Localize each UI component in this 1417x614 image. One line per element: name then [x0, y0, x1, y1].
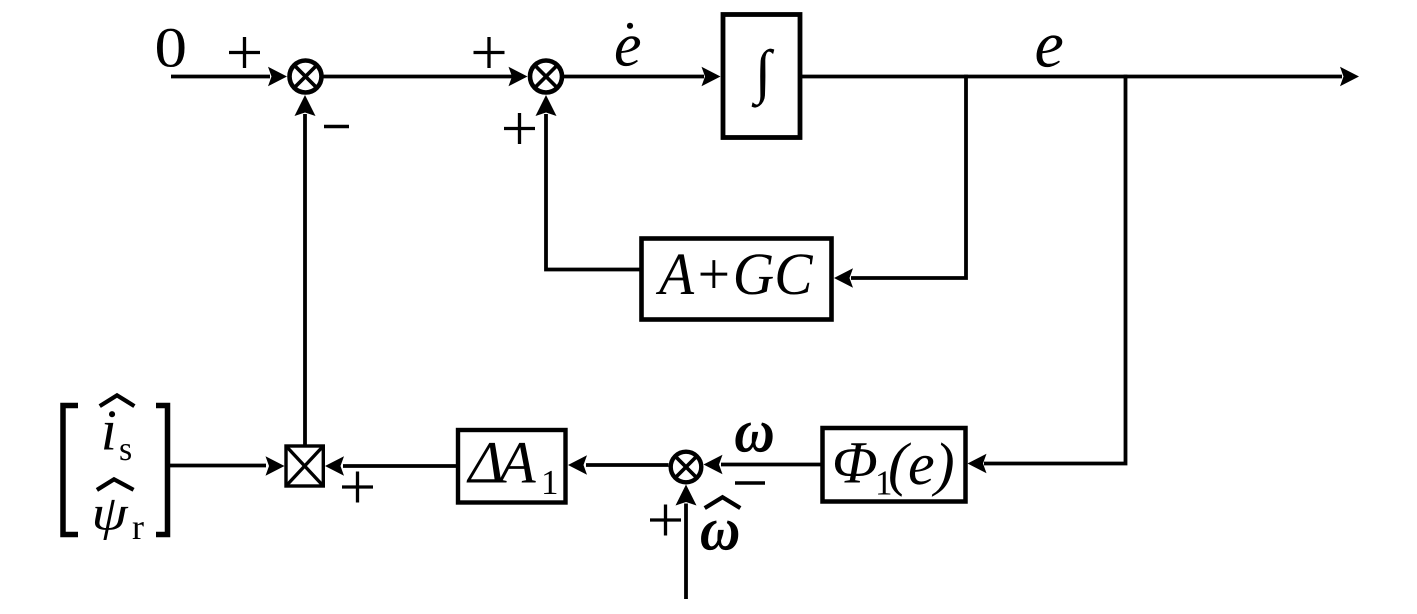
- svg-text:1: 1: [541, 463, 559, 502]
- svg-text:ω: ω: [700, 496, 741, 564]
- svg-text:ω: ω: [734, 398, 775, 466]
- svg-text:1: 1: [875, 464, 893, 503]
- svg-text:Φ: Φ: [832, 430, 878, 496]
- svg-text:e: e: [1035, 9, 1064, 82]
- svg-text:A: A: [495, 430, 536, 496]
- svg-text:s: s: [119, 431, 132, 468]
- svg-text:r: r: [132, 507, 144, 547]
- svg-text:e: e: [614, 12, 642, 80]
- svg-text:Δ: Δ: [467, 430, 504, 496]
- svg-text:A+GC: A+GC: [655, 241, 813, 307]
- svg-text:(e): (e): [888, 431, 955, 497]
- svg-text:i: i: [101, 398, 117, 463]
- svg-text:0: 0: [155, 17, 188, 80]
- svg-text:∫: ∫: [751, 38, 775, 108]
- svg-text:ψ: ψ: [92, 485, 129, 540]
